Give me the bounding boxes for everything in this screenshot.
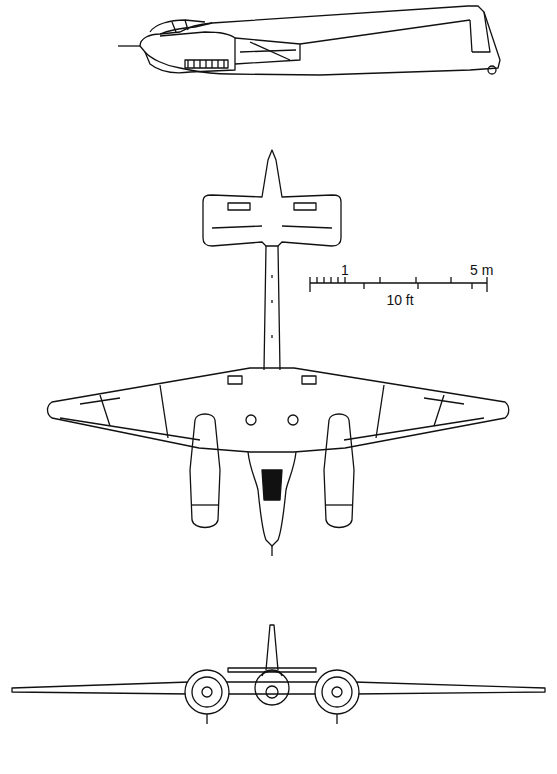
front-view <box>12 625 545 724</box>
scale-mark: 10 ft <box>386 293 413 307</box>
side-view <box>118 6 500 75</box>
scale-mark: 1 <box>341 263 349 277</box>
scale-mark: 5 m <box>470 263 493 277</box>
scale-bar <box>310 277 487 292</box>
top-view <box>48 150 509 556</box>
